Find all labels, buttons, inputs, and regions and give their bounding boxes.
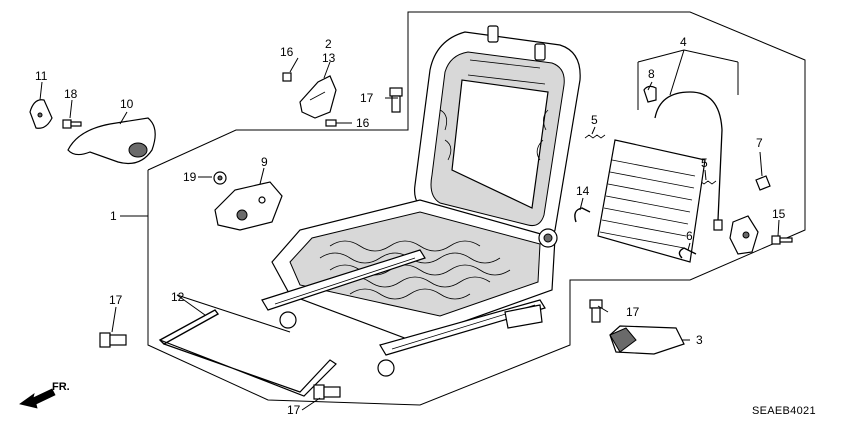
callout-5b: 5 — [701, 156, 708, 170]
callout-4: 4 — [680, 35, 687, 49]
direction-label: FR. — [52, 381, 70, 393]
part-18-screw — [62, 119, 82, 129]
callout-19: 19 — [183, 170, 197, 184]
callout-13: 13 — [322, 51, 336, 65]
diagram-code: SEAEB4021 — [752, 405, 816, 417]
callout-17d: 17 — [287, 403, 301, 417]
callout-2: 2 — [325, 37, 332, 51]
part-11-cap — [29, 99, 53, 129]
part-7-clip — [755, 175, 771, 191]
callout-1: 1 — [110, 209, 117, 223]
seat-back-frame — [413, 25, 581, 244]
callout-16b: 16 — [356, 116, 370, 130]
callout-17a: 17 — [360, 91, 374, 105]
part-19-clip — [213, 171, 227, 185]
callout-16a: 16 — [280, 45, 294, 59]
part-2-13-bracket — [299, 75, 337, 119]
part-14-wire — [574, 207, 591, 223]
callout-10: 10 — [120, 97, 134, 111]
leader-lines — [39, 49, 780, 411]
seat-rails — [261, 249, 546, 377]
callout-labels: 1 2 3 4 5 5 6 7 8 9 10 11 12 13 14 15 16… — [35, 35, 786, 417]
part-15-bolt — [771, 235, 793, 245]
assembly-outline — [147, 11, 806, 406]
callout-17c: 17 — [109, 293, 123, 307]
lumbar-motor — [729, 215, 759, 255]
callout-18: 18 — [64, 87, 78, 101]
callout-11: 11 — [35, 69, 48, 83]
callout-9: 9 — [261, 155, 268, 169]
callout-3: 3 — [696, 333, 703, 347]
callout-12: 12 — [171, 290, 185, 304]
lumbar-panel — [597, 139, 706, 263]
callout-7: 7 — [756, 136, 763, 150]
callout-15: 15 — [772, 207, 786, 221]
part-6-wire — [678, 247, 697, 259]
part-4-cable — [643, 85, 723, 231]
seat-cushion-frame — [271, 199, 558, 341]
part-3-cover — [609, 325, 685, 355]
front-direction-arrow: FR. — [19, 381, 70, 409]
callout-8: 8 — [648, 67, 655, 81]
part-10-handle — [67, 117, 156, 165]
part-9-cover — [214, 181, 283, 231]
part-17-bolts — [99, 87, 603, 400]
callout-6: 6 — [686, 229, 693, 243]
callout-5a: 5 — [591, 113, 598, 127]
callout-14: 14 — [576, 184, 590, 198]
callout-17b: 17 — [626, 305, 640, 319]
part-12-lever-wire — [158, 309, 337, 397]
